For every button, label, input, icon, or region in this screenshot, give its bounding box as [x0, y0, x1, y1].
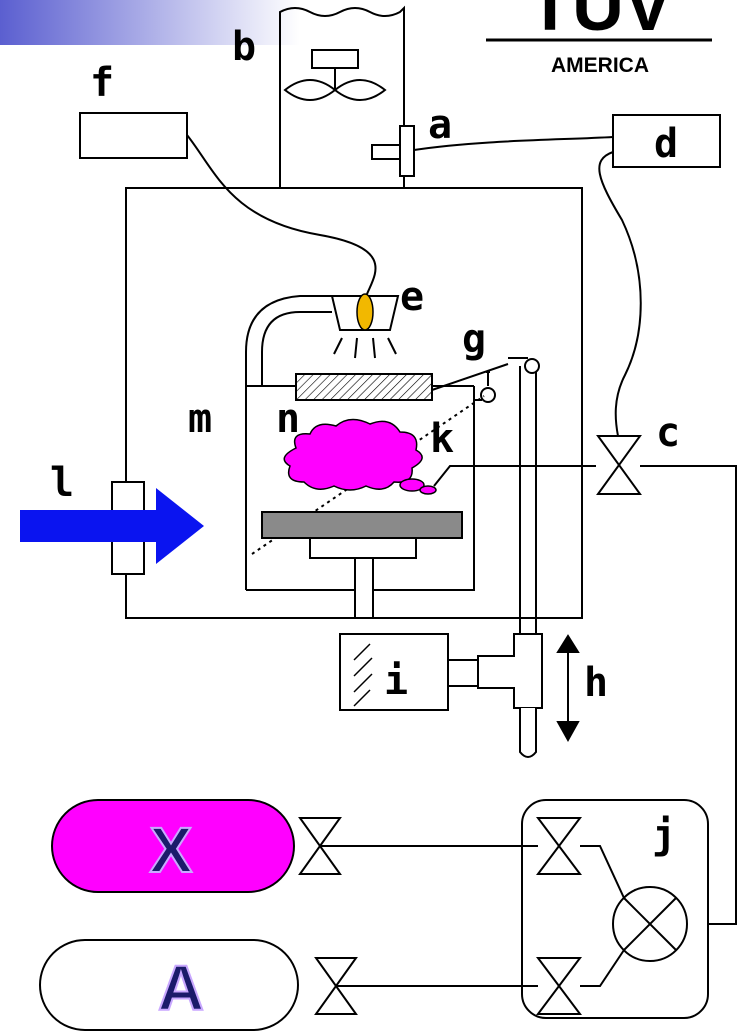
- mixing-unit-j: [521, 799, 709, 1019]
- instrument-box-f: [79, 112, 188, 159]
- actuator-i: [339, 633, 543, 758]
- vertical-motion-arrow-icon: [556, 634, 580, 743]
- duct-sensor-a: [371, 125, 415, 177]
- signal-wires: [186, 134, 642, 437]
- logo-region-text: AMERICA: [551, 54, 649, 77]
- gas-lines: [320, 845, 538, 987]
- tuv-america-logo: TÜV AMERICA: [486, 0, 712, 77]
- gas-tank-a: A: [39, 939, 299, 1031]
- header-gradient-bar: [0, 0, 300, 45]
- gas-supply-line: [640, 465, 737, 925]
- rod-system-h: [473, 357, 540, 634]
- inlet-arrow-icon: [20, 488, 204, 564]
- test-chamber: [245, 295, 509, 591]
- valve-c: [596, 435, 642, 495]
- tank-valves: [298, 817, 358, 1015]
- tank-x-label: X: [150, 814, 193, 886]
- label-j: j: [652, 812, 676, 858]
- sample-cloud: [283, 418, 437, 495]
- label-n: n: [276, 396, 300, 442]
- specimen-stage: [261, 511, 463, 619]
- tank-a-label: A: [158, 952, 204, 1024]
- lamp-e: [330, 293, 400, 359]
- label-d: d: [654, 121, 678, 167]
- inlet-l: [20, 481, 204, 575]
- sampling-line-k: [433, 465, 596, 487]
- fan-icon: [283, 49, 387, 101]
- label-e: e: [400, 274, 424, 320]
- label-g: g: [462, 316, 486, 362]
- label-h: h: [584, 660, 608, 706]
- analyzer-box-d: [612, 114, 721, 168]
- label-c: c: [656, 410, 680, 456]
- label-m: m: [188, 396, 212, 442]
- label-b: b: [232, 24, 256, 70]
- label-k: k: [430, 416, 454, 462]
- gas-tank-x: X: [51, 799, 295, 893]
- label-a: a: [428, 102, 452, 148]
- label-l: l: [50, 460, 74, 506]
- label-f: f: [90, 60, 114, 106]
- hatched-top-plate: [295, 373, 433, 401]
- label-i: i: [384, 658, 408, 704]
- exhaust-duct-b: [279, 5, 405, 188]
- logo-brand-text: TÜV: [528, 0, 672, 46]
